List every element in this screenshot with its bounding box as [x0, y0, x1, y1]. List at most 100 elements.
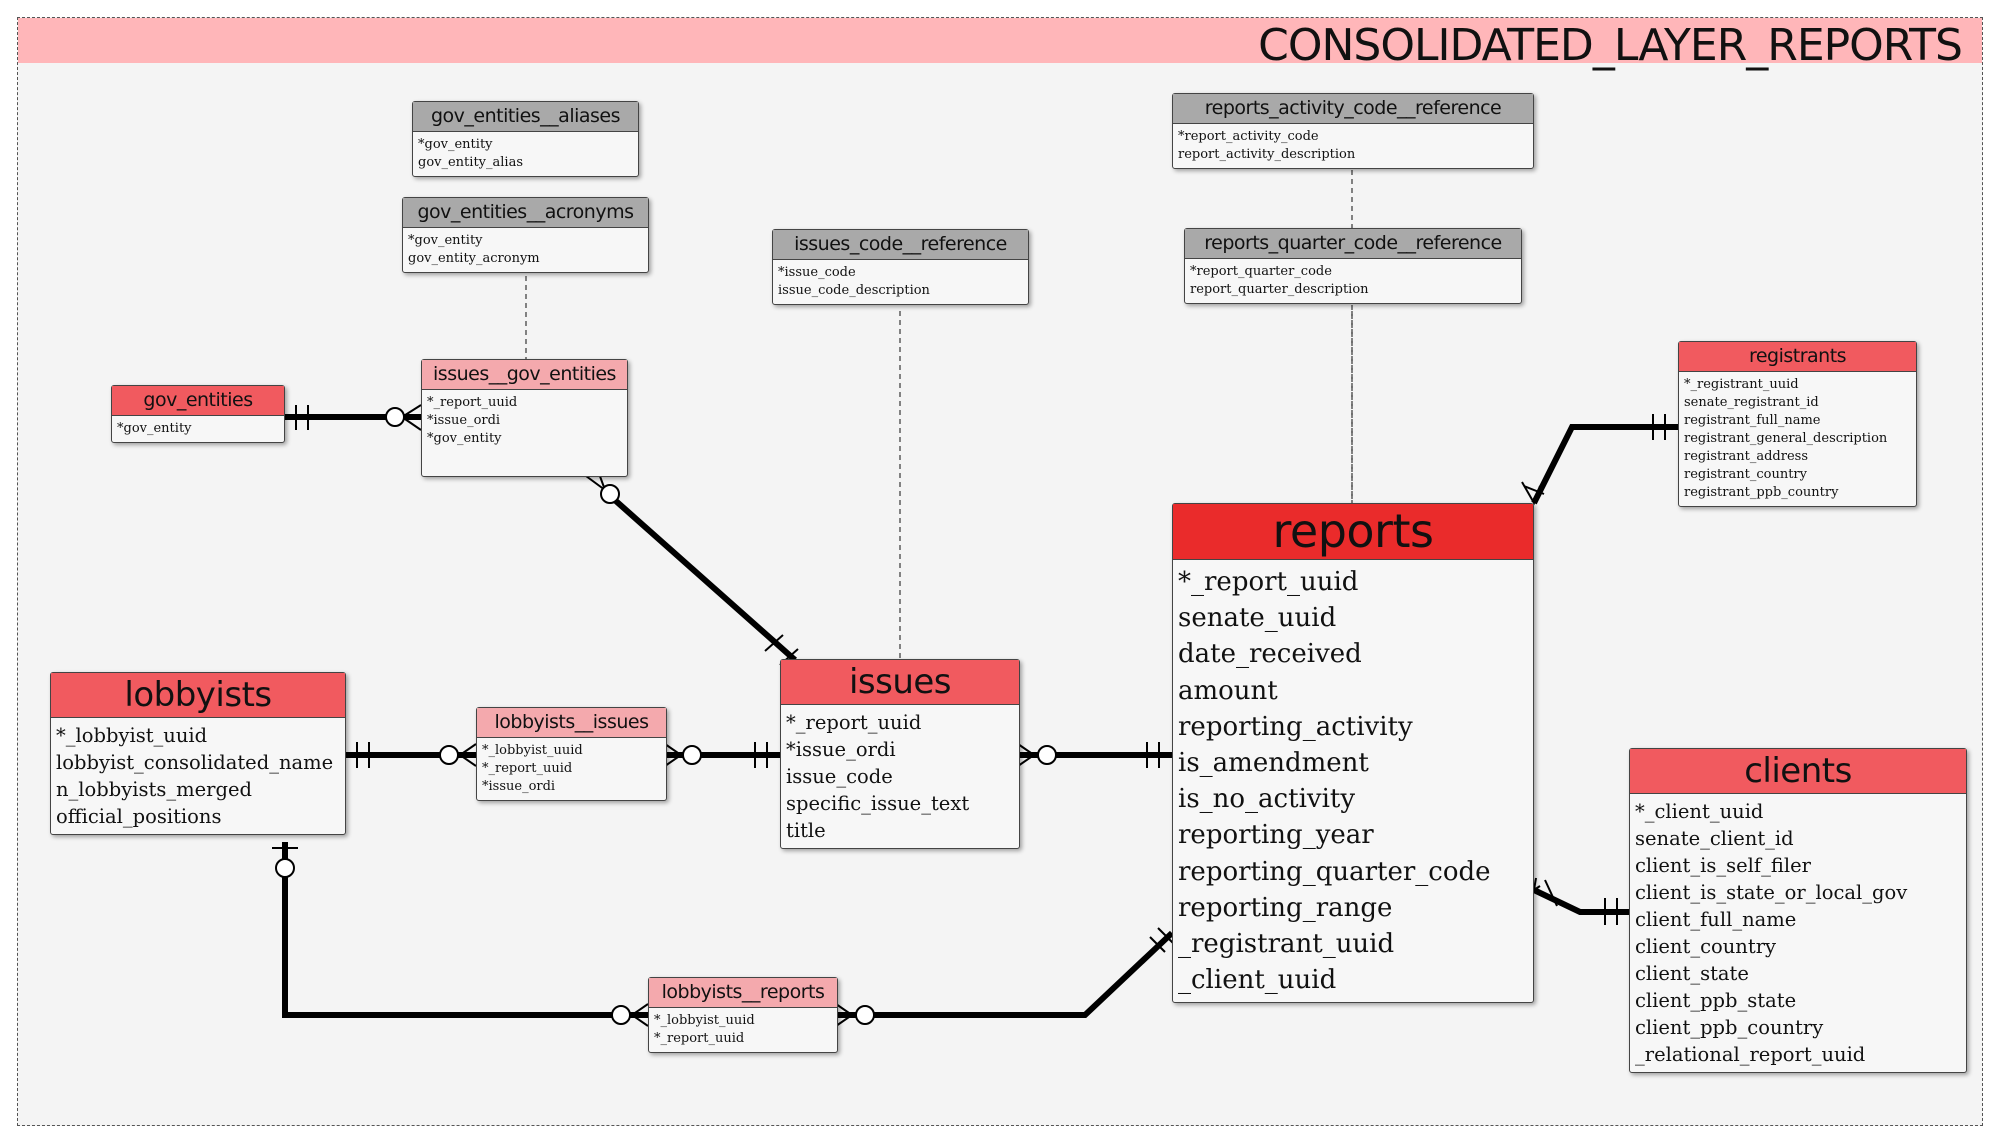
- optional-circle-marker: [439, 745, 459, 765]
- entity-field: *issue_code: [778, 265, 856, 280]
- entity-header: gov_entities: [112, 386, 284, 416]
- entity-field: client_state: [1635, 962, 1749, 985]
- entity-field: registrant_address: [1684, 449, 1808, 464]
- entity-issues[interactable]: issues *_report_uuid *issue_ordi issue_cod…: [780, 659, 1020, 849]
- entity-field: title: [786, 819, 826, 842]
- entity-field: lobbyist_consolidated_name: [56, 751, 334, 774]
- entity-field: *_registrant_uuid: [1684, 377, 1799, 392]
- relationship-line: [836, 930, 1175, 1018]
- entity-field: senate_uuid: [1178, 603, 1337, 634]
- diagram-title: CONSOLIDATED_LAYER_REPORTS: [1258, 20, 1963, 71]
- entity-field: client_country: [1635, 935, 1777, 958]
- entity-header: registrants: [1679, 342, 1916, 372]
- entity-field: client_is_state_or_local_gov: [1635, 881, 1908, 904]
- entity-field: client_ppb_country: [1635, 1016, 1824, 1039]
- entity-field: official_positions: [56, 805, 222, 828]
- optional-circle-marker: [600, 484, 620, 504]
- entity-fields: *report_quarter_code report_quarter_descr…: [1185, 259, 1521, 303]
- entity-reports-quarter-code-reference[interactable]: reports_quarter_code__reference *report_…: [1184, 228, 1522, 304]
- entity-field: senate_registrant_id: [1684, 395, 1819, 410]
- entity-field: issue_code: [786, 765, 893, 788]
- entity-field: *_lobbyist_uuid: [482, 743, 583, 758]
- entity-reports-activity-code-reference[interactable]: reports_activity_code__reference *report…: [1172, 93, 1534, 169]
- crows-foot-marker: [458, 743, 477, 767]
- entity-header: issues_code__reference: [773, 230, 1028, 260]
- cardinality-tick: [1157, 927, 1174, 944]
- entity-registrants[interactable]: registrants *_registrant_uuid senate_regi…: [1678, 341, 1917, 507]
- crows-foot-marker: [835, 1003, 854, 1027]
- entity-fields: *_lobbyist_uuid lobbyist_consolidated_nam…: [51, 718, 345, 834]
- optional-circle-marker: [855, 1005, 875, 1025]
- entity-field: n_lobbyists_merged: [56, 778, 252, 801]
- entity-issues-gov-entities[interactable]: issues__gov_entities *_report_uuid *issue…: [421, 359, 628, 477]
- entity-field: *gov_entity: [408, 233, 483, 248]
- cardinality-tick: [1544, 879, 1558, 907]
- entity-field: *report_activity_code: [1178, 129, 1319, 144]
- crows-foot-marker: [1521, 481, 1541, 506]
- entity-field: date_received: [1178, 639, 1362, 670]
- entity-field: client_ppb_state: [1635, 989, 1797, 1012]
- entity-field: gov_entity_alias: [418, 155, 523, 170]
- entity-gov-entities-acronyms[interactable]: gov_entities__acronyms *gov_entity gov_en…: [402, 197, 649, 273]
- crows-foot-marker: [1532, 877, 1541, 893]
- title-banner: CONSOLIDATED_LAYER_REPORTS: [18, 18, 1982, 68]
- relationship-line: [606, 491, 797, 663]
- crows-foot-marker: [664, 743, 683, 767]
- entity-header: issues__gov_entities: [422, 360, 627, 390]
- entity-gov-entities[interactable]: gov_entities *gov_entity: [111, 385, 285, 443]
- entity-field: *_report_uuid: [654, 1031, 745, 1046]
- entity-header: reports_activity_code__reference: [1173, 94, 1533, 124]
- entity-header: clients: [1630, 749, 1966, 794]
- entity-field: reporting_range: [1178, 892, 1393, 923]
- entity-field: gov_entity_acronym: [408, 251, 540, 266]
- relationship-line: [1531, 424, 1678, 505]
- crows-foot-marker: [1017, 743, 1036, 767]
- entity-field: client_is_self_filer: [1635, 854, 1811, 877]
- entity-field: reporting_activity: [1178, 711, 1413, 742]
- entity-field: _client_uuid: [1178, 965, 1337, 996]
- cardinality-tick: [1523, 485, 1545, 495]
- entity-field: _relational_report_uuid: [1635, 1043, 1866, 1066]
- entity-field: *_report_uuid: [786, 711, 922, 734]
- relationship-line: [1532, 887, 1629, 915]
- entity-field: *report_quarter_code: [1190, 264, 1332, 279]
- entity-header: gov_entities__aliases: [413, 102, 638, 132]
- entity-field: registrant_full_name: [1684, 413, 1821, 428]
- entity-field: registrant_country: [1684, 467, 1807, 482]
- entity-fields: *_lobbyist_uuid*_report_uuid*issue_ordi: [477, 738, 666, 800]
- entity-field: report_quarter_description: [1190, 282, 1369, 297]
- entity-field: registrant_general_description: [1684, 431, 1888, 446]
- entity-field: *_lobbyist_uuid: [56, 724, 208, 747]
- optional-circle-marker: [682, 745, 702, 765]
- crows-foot-marker: [630, 1003, 649, 1027]
- entity-field: *_report_uuid: [1178, 567, 1359, 597]
- entity-field: amount: [1178, 675, 1278, 706]
- entity-field: senate_client_id: [1635, 827, 1794, 850]
- entity-field: *gov_entity: [427, 431, 502, 446]
- entity-lobbyists-reports[interactable]: lobbyists__reports *_lobbyist_uuid*_repo…: [648, 977, 838, 1053]
- entity-field: *issue_ordi: [786, 738, 896, 761]
- entity-header: gov_entities__acronyms: [403, 198, 648, 228]
- entity-field: specific_issue_text: [786, 792, 970, 815]
- entity-lobbyists-issues[interactable]: lobbyists__issues *_lobbyist_uuid*_repor…: [476, 707, 667, 801]
- entity-field: *_report_uuid: [427, 395, 518, 410]
- entity-field: *issue_ordi: [427, 413, 501, 428]
- relationship-line: [282, 842, 648, 1018]
- entity-header: issues: [781, 660, 1019, 705]
- optional-circle-marker: [275, 858, 295, 878]
- optional-circle-marker: [1037, 745, 1057, 765]
- cardinality-tick: [1149, 936, 1166, 953]
- entity-fields: *gov_entity gov_entity_acronym: [403, 228, 648, 272]
- entity-field: *_lobbyist_uuid: [654, 1013, 755, 1028]
